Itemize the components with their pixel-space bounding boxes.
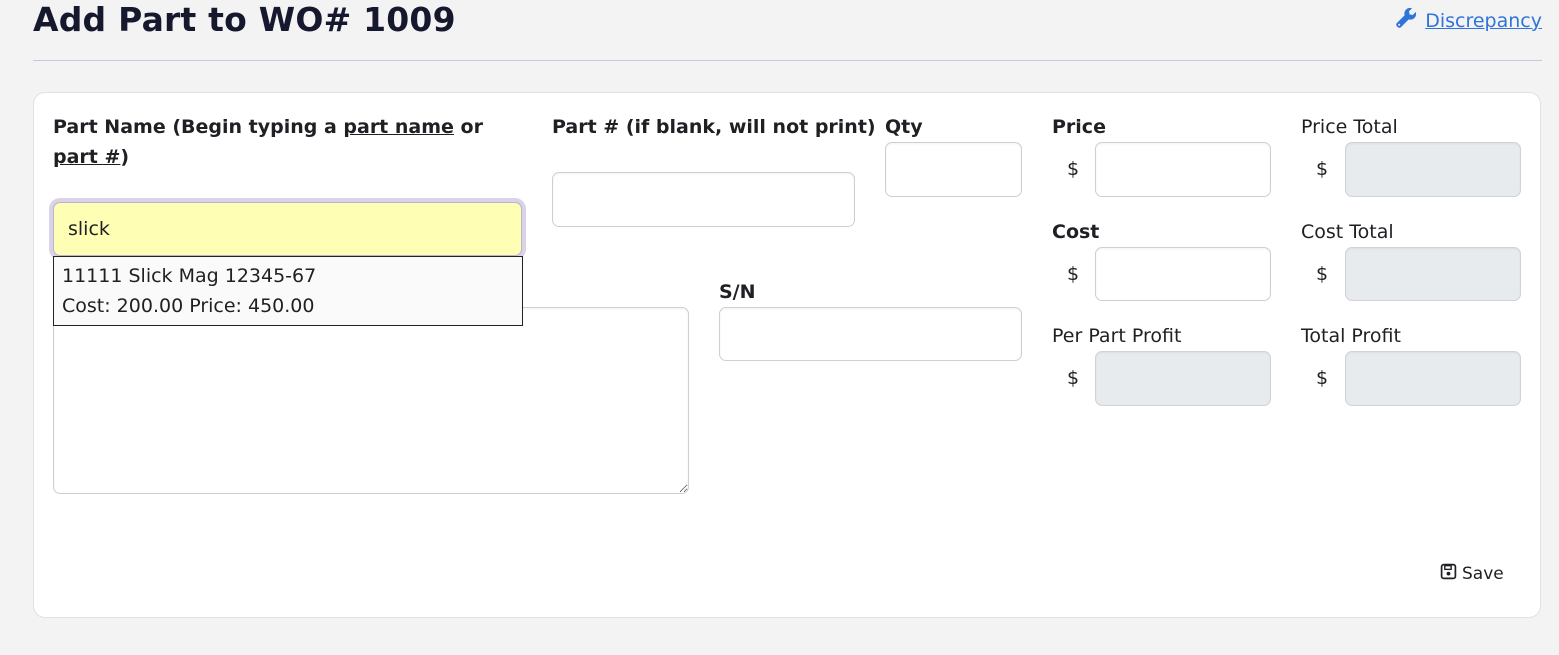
part-suggestion-item[interactable]: 11111 Slick Mag 12345-67 Cost: 200.00 Pr… xyxy=(53,256,523,326)
part-name-label: Part Name (Begin typing a part name or p… xyxy=(53,112,523,172)
per-part-profit-label: Per Part Profit xyxy=(1052,325,1182,347)
save-button-label: Save xyxy=(1462,564,1504,584)
cost-currency: $ xyxy=(1067,263,1080,285)
save-button[interactable]: Save xyxy=(1440,563,1504,585)
serial-number-input[interactable] xyxy=(719,307,1022,361)
qty-label: Qty xyxy=(885,116,923,138)
part-number-label: Part # (if blank, will not print) xyxy=(552,116,876,138)
part-name-input[interactable] xyxy=(53,202,522,256)
price-currency: $ xyxy=(1067,158,1080,180)
part-name-label-or: or xyxy=(453,116,483,138)
description-textarea[interactable] xyxy=(53,307,689,494)
part-name-label-prefix: Part Name (Begin typing a xyxy=(53,116,344,138)
cost-label: Cost xyxy=(1052,221,1100,243)
serial-number-label: S/N xyxy=(719,281,756,303)
price-input[interactable] xyxy=(1095,142,1271,197)
price-total-field xyxy=(1345,142,1521,197)
price-total-label: Price Total xyxy=(1301,116,1398,138)
price-total-currency: $ xyxy=(1316,158,1329,180)
page-title: Add Part to WO# 1009 xyxy=(33,0,456,39)
floppy-disk-icon xyxy=(1440,563,1457,585)
discrepancy-link-label: Discrepancy xyxy=(1425,9,1542,32)
part-number-input[interactable] xyxy=(552,172,855,227)
price-label: Price xyxy=(1052,116,1106,138)
discrepancy-link[interactable]: Discrepancy xyxy=(1395,7,1542,34)
part-name-hint-link: part name xyxy=(343,116,454,138)
total-profit-currency: $ xyxy=(1316,367,1329,389)
suggestion-part-line: 11111 Slick Mag 12345-67 xyxy=(62,265,317,287)
cost-total-currency: $ xyxy=(1316,263,1329,285)
total-profit-label: Total Profit xyxy=(1301,325,1401,347)
part-name-label-suffix: ) xyxy=(120,146,130,168)
suggestion-price-line: Cost: 200.00 Price: 450.00 xyxy=(62,295,315,317)
wrench-icon xyxy=(1395,7,1417,34)
per-part-profit-field xyxy=(1095,351,1271,406)
per-part-profit-currency: $ xyxy=(1067,367,1080,389)
cost-total-label: Cost Total xyxy=(1301,221,1394,243)
total-profit-field xyxy=(1345,351,1521,406)
qty-input[interactable] xyxy=(885,142,1022,197)
header-divider xyxy=(33,60,1542,61)
cost-input[interactable] xyxy=(1095,247,1271,301)
part-number-hint-link: part # xyxy=(53,146,121,168)
cost-total-field xyxy=(1345,247,1521,301)
